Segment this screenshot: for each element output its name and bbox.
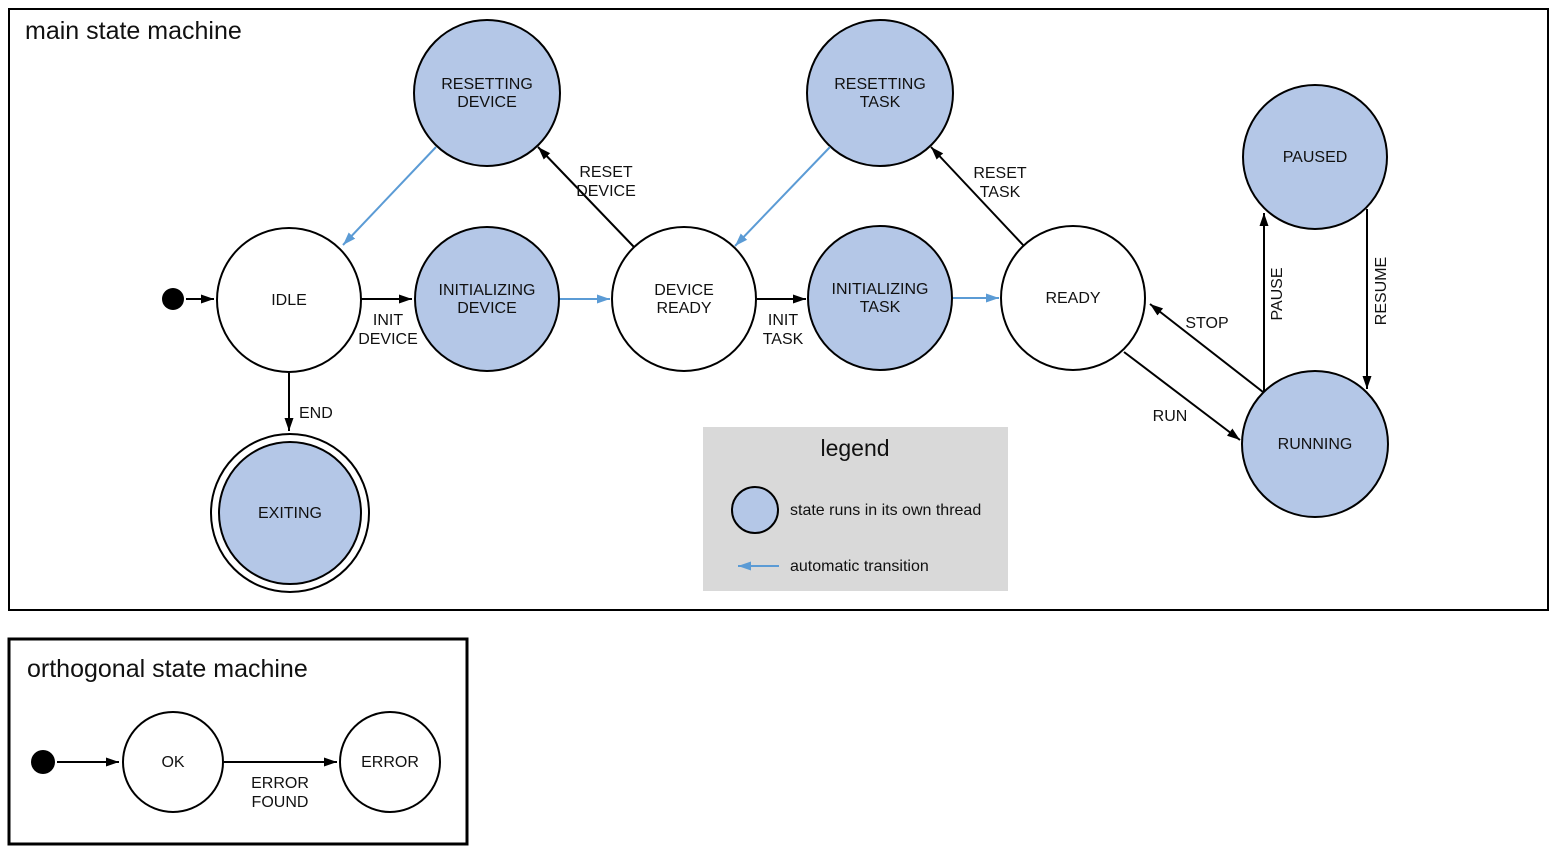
orthogonal-machine-title: orthogonal state machine: [27, 655, 308, 683]
state-ok: OK: [122, 711, 224, 813]
auto-transition-arrow: [734, 146, 831, 247]
state-label: PAUSED: [1283, 149, 1348, 166]
state-circle: [218, 441, 362, 585]
state-circle: [611, 226, 757, 372]
state-idle: IDLE: [216, 227, 362, 373]
state-error: ERROR: [339, 711, 441, 813]
transition-running-to-ready: STOP: [1149, 303, 1264, 393]
state-label: OK: [161, 754, 184, 771]
state-circle: [1000, 225, 1146, 371]
transition-ready-to-running: RUN: [1123, 351, 1241, 441]
state-label: ERROR: [361, 754, 419, 771]
transition-label: STOP: [1185, 315, 1228, 332]
transition-paused-to-running: RESUME: [1362, 209, 1390, 389]
main-machine-title: main state machine: [25, 17, 242, 45]
state-circle: [806, 19, 954, 167]
state-circle: [1241, 370, 1389, 518]
initial-state-dot: [162, 288, 184, 310]
state-ready: READY: [1000, 225, 1146, 371]
state-exiting: EXITING: [210, 433, 370, 593]
transition-label: END: [299, 405, 333, 422]
state-circle: [413, 19, 561, 167]
state-label: IDLE: [271, 292, 307, 309]
transition-resetting-task-to-device-ready: [734, 146, 831, 247]
state-circle: [807, 225, 953, 371]
initial-state-dot: [31, 750, 55, 774]
transition-arrow: [537, 146, 635, 248]
state-circle: [122, 711, 224, 813]
legend-item-auto-label: automatic transition: [790, 558, 929, 575]
state-running: RUNNING: [1241, 370, 1389, 518]
legend-item-threaded-label: state runs in its own thread: [790, 502, 981, 519]
transition-label: RESUME: [1373, 257, 1390, 325]
transition-resetting-device-to-idle: [342, 146, 437, 246]
state-circle: [339, 711, 441, 813]
transition-arrow: [1149, 303, 1264, 393]
auto-transition-arrow: [342, 146, 437, 246]
transition-idle-to-exiting: END: [284, 373, 333, 431]
state-circle: [414, 226, 560, 372]
threaded-state-swatch-icon: [731, 486, 779, 534]
legend: legend state runs in its own thread auto…: [703, 427, 1008, 591]
state-label: EXITING: [258, 505, 322, 522]
legend-title: legend: [820, 435, 889, 461]
transition-running-to-paused: PAUSE: [1259, 213, 1286, 391]
transition-arrow: [1123, 351, 1241, 441]
state-circle: [1242, 84, 1388, 230]
state-label: READY: [1045, 290, 1100, 307]
transition-label: PAUSE: [1269, 267, 1286, 320]
state-paused: PAUSED: [1242, 84, 1388, 230]
transition-arrow: [930, 146, 1025, 247]
transition-label: RUN: [1153, 408, 1188, 425]
state-label: RUNNING: [1278, 436, 1353, 453]
